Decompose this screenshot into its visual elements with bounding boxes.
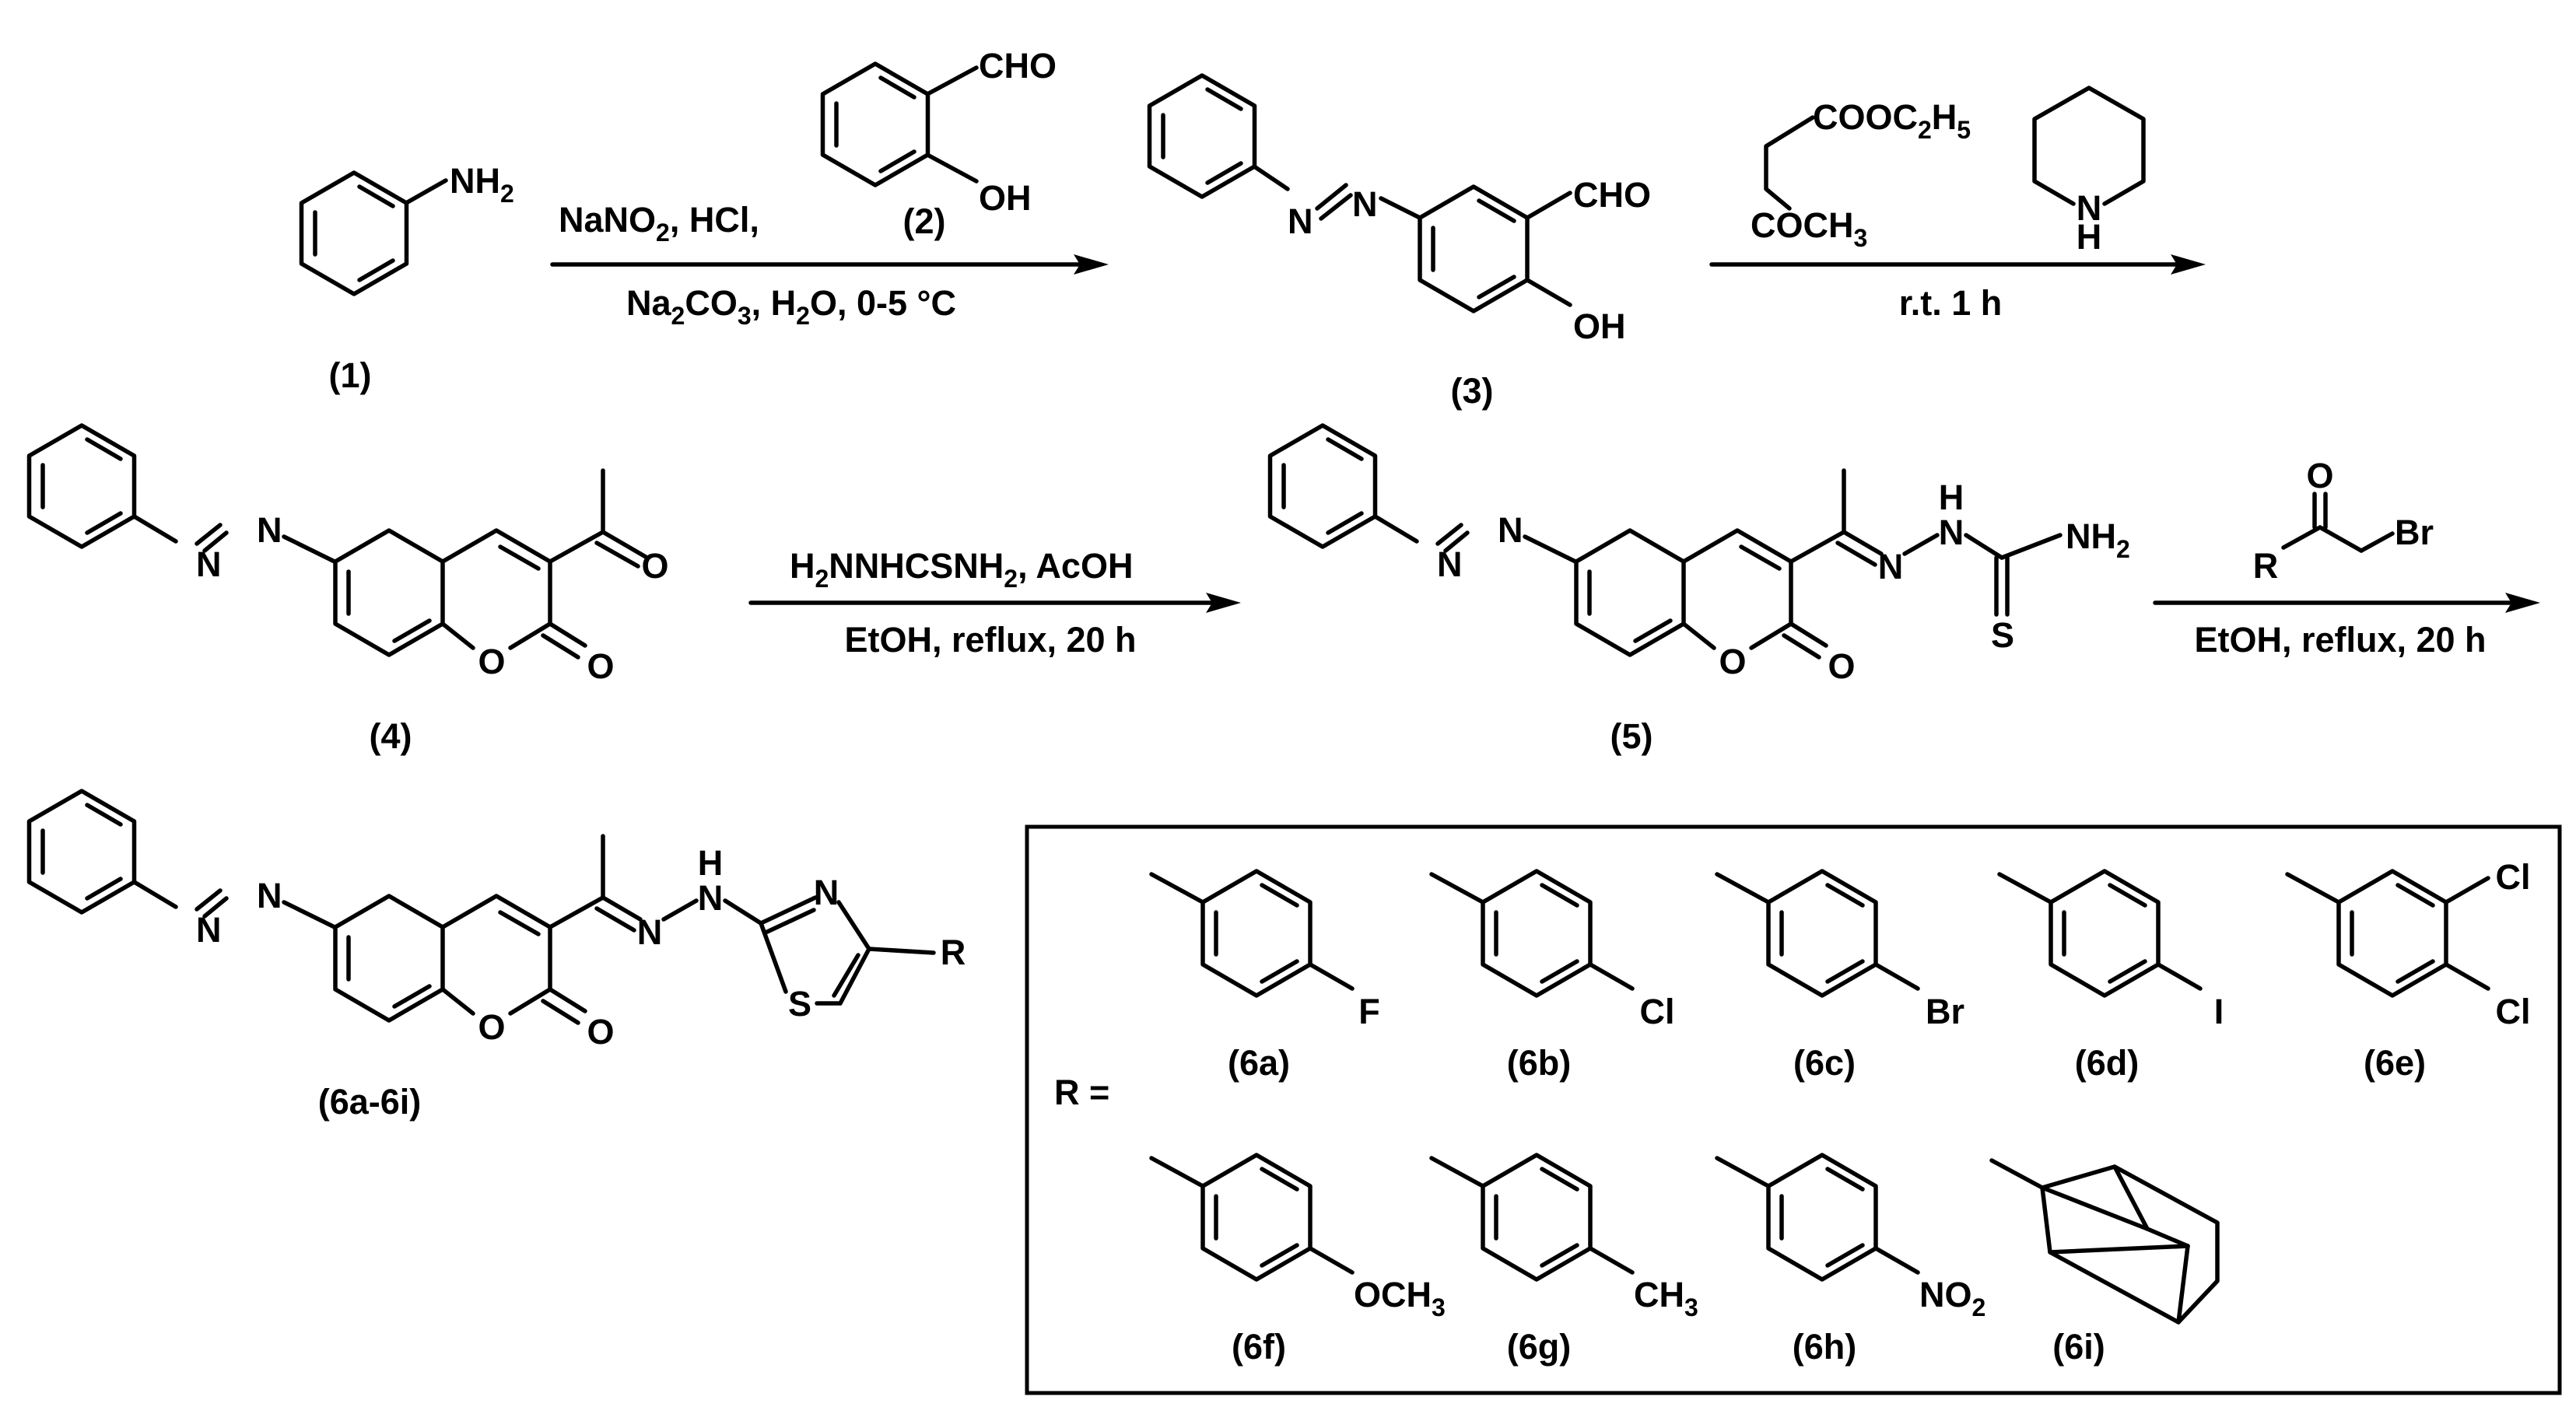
azo-n2: N [1498, 510, 1523, 550]
r-group-id: (6i) [2052, 1327, 2105, 1367]
r-group-6f: OCH3 (6f) [1151, 1155, 1446, 1367]
azo-n1: N [1437, 544, 1463, 584]
r-group-id: (6b) [1507, 1043, 1572, 1083]
r-group-6e: Cl Cl (6e) [2287, 857, 2531, 1083]
compound-6-id: (6a-6i) [318, 1082, 422, 1122]
compound-1-id: (1) [329, 355, 372, 395]
imine-n: N [1878, 547, 1904, 586]
aldehyde-label: CHO [979, 46, 1057, 86]
step-1-reagents-bottom: Na2CO3, H2O, 0-5 °C [626, 283, 956, 330]
step-1: NaNO2, HCl, Na2CO3, H2O, 0-5 °C CHO OH (… [550, 46, 1109, 330]
r-group-6g: CH3 (6g) [1432, 1155, 1698, 1367]
substituent-label: Br [1926, 992, 1964, 1031]
piperidine: N H [2032, 86, 2146, 257]
ring-oxygen: O [478, 642, 505, 681]
azo-n2: N [1352, 184, 1378, 224]
r-group-6h: NO2 (6h) [1717, 1155, 1985, 1367]
amine-label: NH2 [2066, 516, 2130, 563]
azo-n2: N [257, 510, 282, 550]
compound-2-salicylaldehyde: CHO OH (2) [823, 46, 1057, 241]
lactone-oxygen: O [1828, 646, 1855, 686]
r-group-id: (6g) [1507, 1327, 1572, 1367]
hydroxyl-label: OH [979, 178, 1032, 218]
arrow-head [2171, 254, 2206, 275]
alpha-bromoketone: O R Br [2253, 456, 2434, 586]
carbonyl-o: O [2306, 456, 2333, 495]
substituent-label: I [2214, 992, 2224, 1031]
imine-n: N [637, 912, 663, 952]
acetyl-label: COCH3 [1751, 205, 1867, 252]
r-group-6c: Br (6c) [1717, 871, 1964, 1083]
r-group-id: (6d) [2075, 1043, 2140, 1083]
compound-5-thiosemicarbazone: N N O O N N H NH2 S (5) [1270, 425, 2130, 756]
substituent-label: NO2 [1919, 1275, 1985, 1321]
substituent-label: Cl [1640, 992, 1675, 1031]
acetyl-oxygen: O [641, 546, 668, 586]
r-group-6i: (6i) [1989, 1158, 2220, 1367]
piperidine-n: N [2077, 188, 2102, 228]
r-group: R [2253, 546, 2279, 586]
thiazole-n: N [814, 873, 839, 912]
ring-oxygen: O [1719, 642, 1746, 681]
r-group-id: (6c) [1793, 1043, 1856, 1083]
substituent-label: CH3 [1634, 1275, 1698, 1321]
compound-1-aniline: NH2 (1) [302, 161, 514, 395]
r-group-box: R = F (6a) Cl (6b) Br (6c) I (6d) [1025, 824, 2562, 1395]
step-3-conditions: EtOH, reflux, 20 h [844, 620, 1136, 660]
azo-n1: N [196, 910, 222, 950]
r-group-id: (6f) [1232, 1327, 1286, 1367]
compound-6-thiazole: N N O O N N H N S R (6a-6i) [30, 791, 966, 1122]
substituent-label-2: Cl [2496, 992, 2531, 1031]
step-4-conditions: EtOH, reflux, 20 h [2194, 620, 2486, 660]
step-1-reagents-top: NaNO2, HCl, [559, 200, 759, 247]
thione-s: S [1991, 615, 2014, 655]
substituent-label: Cl [2496, 857, 2531, 897]
step-4: O R Br EtOH, reflux, 20 h [2153, 456, 2540, 660]
hydroxyl-label: OH [1573, 306, 1626, 346]
compound-4-id: (4) [370, 716, 412, 756]
hydrazine-h: H [698, 843, 724, 883]
azo-n1: N [196, 544, 222, 584]
step-2-conditions: r.t. 1 h [1899, 283, 2003, 323]
r-group-id: (6e) [2364, 1043, 2426, 1083]
piperidine-h: H [2077, 217, 2102, 257]
r-equals-label: R = [1054, 1073, 1109, 1112]
substituent-label: F [1358, 992, 1380, 1031]
arrow-head [1206, 593, 1241, 613]
compound-3-id: (3) [1451, 371, 1494, 411]
hydrazine-n: N [698, 878, 724, 918]
r-group-6b: Cl (6b) [1432, 871, 1675, 1083]
r-group: R [941, 933, 966, 972]
lactone-oxygen: O [587, 1012, 614, 1052]
step-2: COOC2H5 COCH3 N H r.t. 1 h [1709, 86, 2206, 323]
r-group-id: (6a) [1228, 1043, 1290, 1083]
r-group-id: (6h) [1793, 1327, 1857, 1367]
box-frame [1025, 824, 2562, 1395]
hydrazine-h: H [1939, 478, 1964, 517]
substituent-label: OCH3 [1354, 1275, 1446, 1321]
r-group-6a: F (6a) [1151, 871, 1380, 1083]
ring-oxygen: O [478, 1007, 505, 1047]
compound-2-id: (2) [903, 201, 946, 241]
step-3: H2NNHCSNH2, AcOH EtOH, reflux, 20 h [748, 546, 1241, 660]
r-group-6d: I (6d) [1999, 871, 2224, 1083]
azo-n2: N [257, 876, 282, 915]
thiazole-s: S [788, 984, 811, 1024]
compound-3-azo-salicylaldehyde: N N CHO OH (3) [1150, 75, 1651, 411]
azo-n1: N [1288, 201, 1313, 241]
hydrazine-n: N [1939, 513, 1964, 552]
bromo-label: Br [2395, 513, 2434, 552]
ester-label: COOC2H5 [1813, 97, 1971, 144]
lactone-oxygen: O [587, 646, 614, 686]
arrow-head [1074, 254, 1109, 275]
amino-group-label: NH2 [450, 161, 514, 208]
aldehyde-label: CHO [1573, 175, 1651, 215]
compound-4-acetylcoumarin: N N O O O (4) [30, 425, 669, 756]
compound-5-id: (5) [1610, 716, 1653, 756]
step-3-reagents-top: H2NNHCSNH2, AcOH [790, 546, 1133, 593]
ethyl-acetoacetate: COOC2H5 COCH3 [1751, 97, 1971, 252]
arrow-head [2505, 593, 2540, 613]
